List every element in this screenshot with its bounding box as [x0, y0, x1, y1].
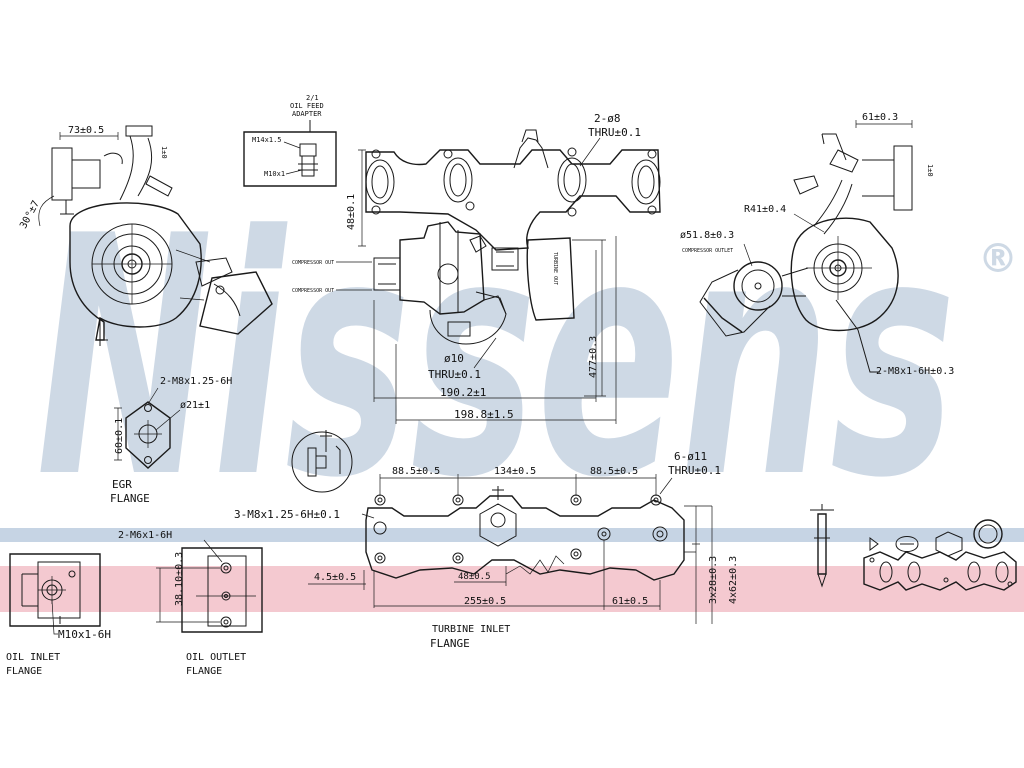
- tif-dim-center: 48±0.5: [458, 572, 491, 582]
- tif-holes: 6-ø11: [674, 450, 707, 463]
- oil-inlet-flange: M10x1-6H OIL INLET FLANGE: [6, 553, 111, 677]
- egr-height: 60±0.1: [114, 418, 125, 454]
- right-dim-top: 61±0.3: [862, 112, 898, 123]
- right-dim-diameter: ø51.8±0.3: [680, 230, 734, 241]
- egr-dia: ø21±1: [180, 400, 210, 411]
- tif-dim-3: 88.5±0.5: [590, 466, 638, 477]
- right-dim-side: 1±0: [926, 164, 934, 177]
- left-dim-top: 73±0.5: [68, 125, 104, 136]
- registered-mark: ®: [978, 236, 1018, 282]
- tif-dim-overall: 255±0.5: [464, 596, 506, 607]
- adapter-title-3: ADAPTER: [292, 110, 322, 118]
- top-center-view: COMPRESSOR OUT COMPRESSOR OUT TURBINE OU…: [292, 112, 661, 424]
- oof-label-1: OIL OUTLET: [186, 652, 246, 663]
- turbine-inlet-flange: 88.5±0.5 134±0.5 88.5±0.5 6-ø11 THRU±0.1…: [234, 450, 739, 650]
- left-dim-side: 1±0: [160, 146, 168, 159]
- top-holes: 2-ø8: [594, 112, 621, 125]
- pink-band: [0, 566, 1024, 612]
- tif-dim-v2: 4x62±0.3: [728, 556, 739, 604]
- accessories: [810, 504, 1017, 591]
- top-bore-thru: THRU±0.1: [428, 368, 481, 381]
- right-turbo-view: 61±0.3 1±0 R41±0.4 ø51.8±0.3 COMPRESSOR …: [680, 112, 954, 377]
- oof-label-2: FLANGE: [186, 666, 222, 677]
- oil-feed-adapter: 2/1 OIL FEED ADAPTER M14x1.5 M10x1: [243, 94, 337, 187]
- oif-label-1: OIL INLET: [6, 652, 60, 663]
- top-dim-vertical: 477±0.3: [588, 336, 599, 378]
- adapter-title-2: OIL FEED: [290, 102, 324, 110]
- top-dim-width-2: 198.8±1.5: [454, 408, 514, 421]
- port-label-2: COMPRESSOR OUT: [292, 288, 334, 294]
- top-thru: THRU±0.1: [588, 126, 641, 139]
- top-dim-width-1: 190.2±1: [440, 386, 486, 399]
- oof-thread: 2-M6x1-6H: [118, 530, 172, 541]
- tif-thread: 3-M8x1.25-6H±0.1: [234, 508, 340, 521]
- tif-dim-left: 4.5±0.5: [314, 572, 356, 583]
- right-thread: 2-M8x1-6H±0.3: [876, 366, 954, 377]
- left-turbo-view: 73±0.5 30°±7 1±0: [18, 125, 273, 346]
- port-label-1: COMPRESSOR OUT: [292, 260, 334, 266]
- top-dim-height: 48±0.1: [346, 194, 357, 230]
- tif-label-1: TURBINE INLET: [432, 624, 510, 635]
- tif-dim-right: 61±0.5: [612, 596, 648, 607]
- right-dim-note: COMPRESSOR OUTLET: [682, 248, 733, 254]
- egr-label-2: FLANGE: [110, 492, 150, 505]
- tif-thru: THRU±0.1: [668, 464, 721, 477]
- egr-label-1: EGR: [112, 478, 132, 491]
- adapter-dim-b: M10x1: [264, 170, 285, 178]
- oif-thread: M10x1-6H: [58, 628, 111, 641]
- adapter-dim-a: M14x1.5: [252, 136, 282, 144]
- oif-label-2: FLANGE: [6, 666, 42, 677]
- egr-flange: 2-M8x1.25-6H ø21±1 60±0.1 EGR FLANGE: [110, 376, 232, 505]
- tif-dim-1: 88.5±0.5: [392, 466, 440, 477]
- adapter-title-1: 2/1: [306, 94, 319, 102]
- egr-thread: 2-M8x1.25-6H: [160, 376, 232, 387]
- tif-dim-v1: 3x28±0.3: [708, 556, 719, 604]
- top-bore: ø10: [444, 352, 464, 365]
- detail-callout: [291, 430, 353, 493]
- oof-height: 38.10±0.3: [174, 552, 185, 606]
- tif-label-2: FLANGE: [430, 637, 470, 650]
- oil-outlet-flange: 2-M6x1-6H 38.10±0.3 OIL OUTLET FLANGE: [118, 530, 263, 677]
- tif-dim-2: 134±0.5: [494, 466, 536, 477]
- turbine-out-label: TURBINE OUT: [552, 252, 558, 285]
- blue-band: [0, 528, 1024, 542]
- right-dim-radius: R41±0.4: [744, 204, 786, 215]
